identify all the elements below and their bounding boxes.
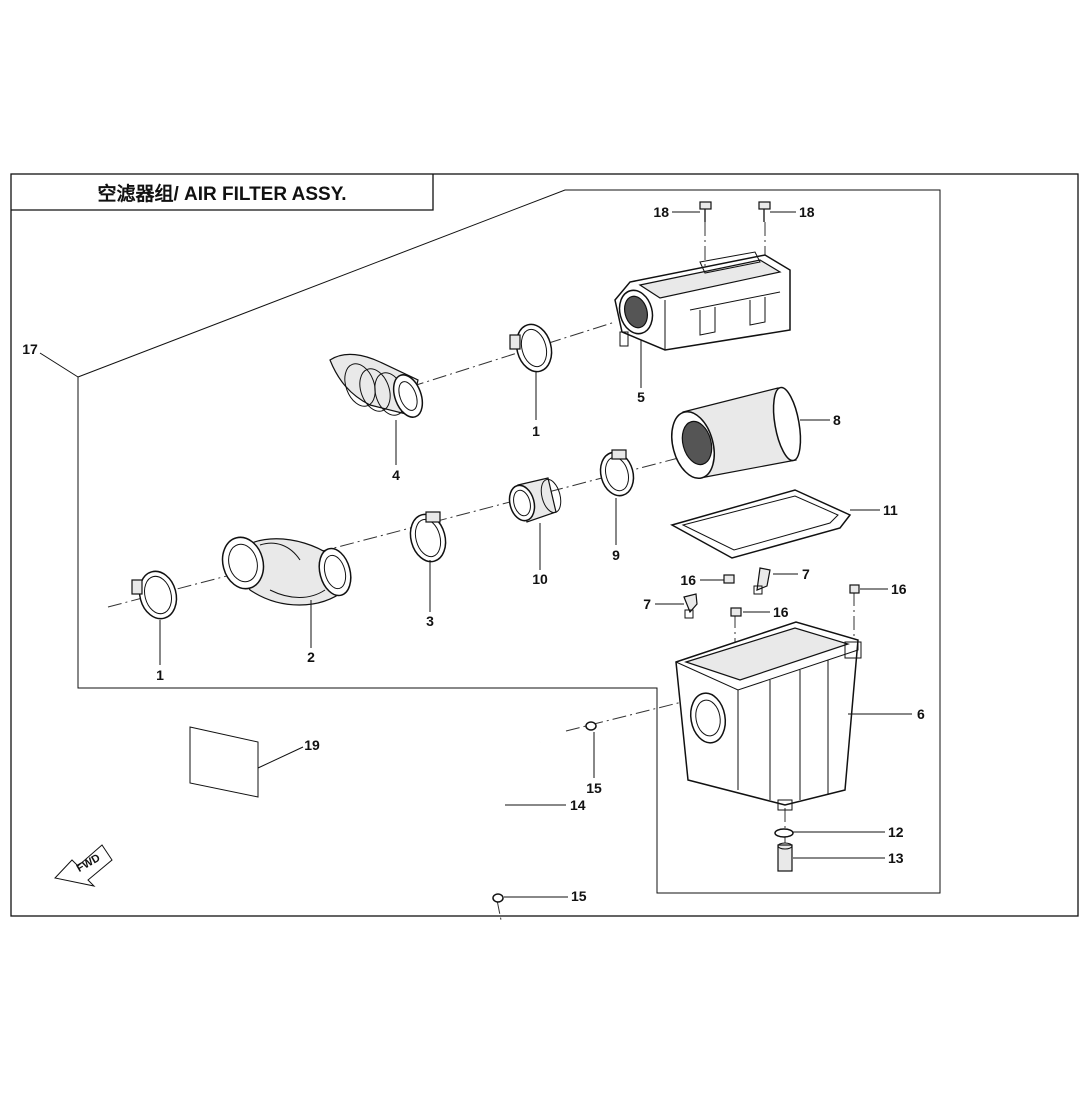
centre-line-hose-end [496, 899, 502, 921]
label-part-5: 5 [637, 389, 645, 405]
part-15-clip-upper [585, 721, 597, 731]
part-5-airbox-cover [614, 251, 791, 351]
part-18-bolt-a [699, 201, 712, 222]
title-box [11, 174, 434, 211]
label-part-3: 3 [426, 613, 434, 629]
label-part-14: 14 [570, 797, 586, 813]
leader-lines [39, 211, 912, 898]
centre-line-upper [409, 321, 616, 388]
label-part-7-right: 7 [802, 566, 810, 582]
label-part-9: 9 [612, 547, 620, 563]
part-8-filter-element [671, 386, 802, 479]
label-part-1-left: 1 [156, 667, 164, 683]
label-part-6: 6 [917, 706, 925, 722]
part-18-bolt-b [758, 201, 771, 222]
centre-line-lower [107, 454, 691, 608]
label-part-4: 4 [392, 467, 400, 483]
label-part-16-b: 16 [773, 604, 789, 620]
diagram-title: 空滤器组/ AIR FILTER ASSY. [97, 182, 346, 205]
part-1-clamp-left [131, 570, 178, 620]
label-part-2: 2 [307, 649, 315, 665]
part-13-drain-plug [777, 842, 793, 872]
label-part-8: 8 [833, 412, 841, 428]
part-4-snorkel-bellows [329, 353, 424, 418]
part-7-fitting-b [683, 593, 698, 619]
label-part-17: 17 [22, 341, 38, 357]
part-9-clamp [599, 449, 635, 497]
label-part-16-a: 16 [680, 572, 696, 588]
part-15-clip-lower [492, 893, 504, 903]
label-part-18-a: 18 [653, 204, 669, 220]
label-part-7-left: 7 [643, 596, 651, 612]
label-part-18-b: 18 [799, 204, 815, 220]
part-12-o-ring [774, 828, 794, 838]
label-part-11: 11 [883, 502, 898, 518]
part-19-label-card [189, 726, 259, 798]
label-part-13: 13 [888, 850, 904, 866]
label-part-15-upper: 15 [586, 780, 602, 796]
label-part-19: 19 [304, 737, 320, 753]
part-3-clamp [409, 511, 447, 563]
part-10-coupler [508, 477, 562, 523]
part-7-fitting-a [753, 567, 771, 595]
label-part-16-c: 16 [891, 581, 907, 597]
part-6-airbox-base [675, 621, 862, 811]
fwd-arrow-icon: FWD [54, 844, 113, 887]
part-1-clamp-upper [509, 323, 553, 373]
part-16-seal-b [730, 607, 742, 617]
part-16-seal-a [723, 574, 735, 584]
label-part-1-upper: 1 [532, 423, 540, 439]
part-2-intake-duct [221, 536, 352, 606]
centre-line-drain [565, 699, 691, 732]
label-part-12: 12 [888, 824, 904, 840]
part-11-gasket [670, 489, 852, 559]
part-16-seal-c [849, 584, 860, 594]
label-part-10: 10 [532, 571, 548, 587]
diagram-frame [10, 173, 1079, 917]
label-part-15-lower: 15 [571, 888, 587, 904]
assembly-group-outline [77, 189, 941, 894]
